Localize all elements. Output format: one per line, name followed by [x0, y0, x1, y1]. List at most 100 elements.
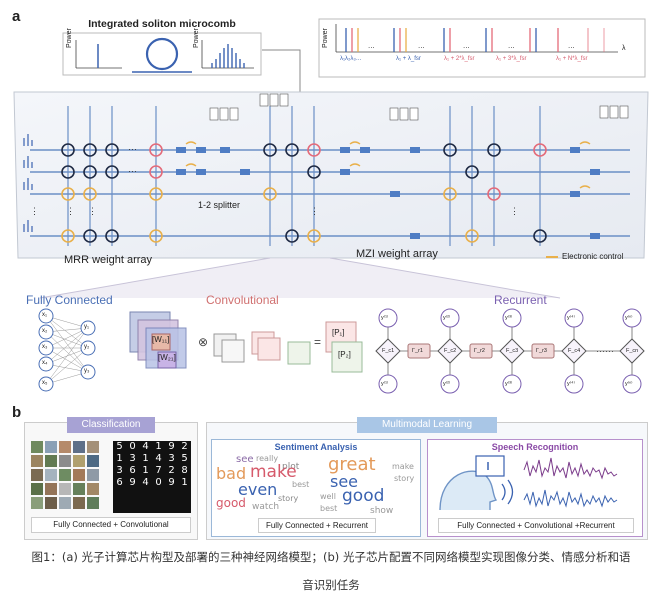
rec-bot-2: y⁽³⁾: [505, 381, 513, 387]
speech-box: Speech Recognition Fully Connected + Con…: [427, 439, 643, 537]
speech-graphic: [439, 455, 618, 511]
fc-in-2: x₃: [42, 344, 48, 350]
mzi-label: MZI weight array: [356, 248, 438, 260]
mnist-digit: 2: [181, 441, 188, 452]
word: show: [370, 506, 394, 516]
rec-bot-5: y⁽ⁿ⁾: [625, 381, 633, 387]
wl-label-0: λ₁λ₂λ₃…: [340, 56, 362, 62]
word: well: [320, 492, 336, 501]
svg-text:...: ...: [463, 41, 470, 50]
mnist-digit: 4: [142, 441, 149, 452]
svg-text:...: ...: [568, 41, 575, 50]
speech-caption: Fully Connected + Convolutional +Recurre…: [438, 518, 634, 533]
wordcloud-left: see really plot bad make even good story…: [216, 454, 312, 516]
electronic-control-text: Electronic control: [562, 252, 624, 261]
mnist-digit: 8: [181, 465, 188, 476]
rec-node-0: F_c1: [382, 348, 395, 354]
mnist-digit: 4: [142, 477, 149, 488]
word: story: [394, 474, 415, 483]
cifar-grid: [31, 441, 99, 509]
fc-title: Fully Connected: [26, 293, 113, 307]
spectrum-lambda: λ: [622, 45, 626, 52]
sentiment-caption: Fully Connected + Recurrent: [258, 518, 376, 533]
fc-in-4: x₅: [42, 380, 48, 386]
speech-title: Speech Recognition: [491, 442, 579, 452]
rec-node-1: F_c2: [444, 348, 457, 354]
mnist-digit: 9: [168, 441, 175, 452]
mnist-digit: 6: [116, 477, 123, 488]
svg-text:...: ...: [418, 41, 425, 50]
mnist-digit: 5: [116, 441, 123, 452]
fc-out-2: y₃: [84, 368, 90, 374]
conv-cell-0: [W₁₁]: [152, 335, 170, 344]
microcomb-title: Integrated soliton microcomb: [88, 18, 236, 30]
word: make: [392, 462, 414, 471]
microcomb-graphic: [62, 32, 262, 76]
rec-top-5: y⁽ⁿ⁾: [625, 315, 633, 321]
mnist-digit: 5: [181, 453, 188, 464]
rec-link-1: Γ_r2: [474, 348, 485, 354]
svg-text:...: ...: [508, 41, 515, 50]
rec-labels: y⁽¹⁾ y⁽²⁾ y⁽³⁾ y⁽⁴⁾ y⁽ⁿ⁾ y⁽¹⁾ y⁽²⁾ y⁽³⁾ …: [374, 306, 656, 396]
mnist-digit: 9: [168, 477, 175, 488]
svg-text:⋮: ⋮: [30, 206, 39, 216]
panel-b-letter: b: [12, 404, 22, 421]
mnist-digit: 1: [181, 477, 188, 488]
multimodal-title: Multimodal Learning: [357, 417, 497, 433]
spectrum-graphic: ... ... ... ... ...: [318, 18, 646, 78]
fc-labels: x₁ x₂ x₃ x₄ x₅ y₁ y₂ y₃: [34, 306, 114, 392]
fc-network: [38, 308, 96, 392]
wl-label-3: λ₁ + 3*λ_fsr: [496, 56, 527, 62]
rec-top-1: y⁽²⁾: [443, 315, 451, 321]
multimodal-box: Multimodal Learning Sentiment Analysis s…: [206, 417, 648, 540]
mnist-digit: 1: [155, 441, 162, 452]
wl-label-2: λ₁ + 2*λ_fsr: [444, 56, 475, 62]
mnist-digit: 2: [168, 465, 175, 476]
word: really: [256, 454, 279, 463]
conv-cell-2: [P₁]: [332, 328, 345, 337]
word: make: [250, 462, 297, 482]
word: good: [216, 496, 246, 510]
rec-bot-0: y⁽¹⁾: [381, 381, 389, 387]
word: see: [330, 472, 359, 491]
mnist-digit: 3: [116, 465, 123, 476]
conv-network: ⊗ =: [129, 311, 363, 373]
mnist-digit: 0: [129, 441, 136, 452]
svg-text:···: ···: [128, 144, 137, 154]
rec-link-2: Γ_r3: [536, 348, 547, 354]
word: best: [292, 480, 310, 489]
projection-fan: [39, 257, 561, 299]
sentiment-title: Sentiment Analysis: [274, 442, 358, 452]
classification-title: Classification: [67, 417, 155, 433]
svg-text:⋮: ⋮: [510, 206, 519, 216]
microcomb-box: Integrated soliton microcomb Power Power: [62, 18, 262, 76]
svg-text:⋮: ⋮: [88, 206, 97, 216]
electronic-control-swatch: [546, 255, 558, 258]
conv-title: Convolutional: [206, 293, 279, 307]
rec-top-0: y⁽¹⁾: [381, 315, 389, 321]
splitter-label: 1-2 splitter: [198, 200, 241, 210]
mnist-digit: 1: [116, 453, 123, 464]
svg-text:···: ···: [128, 166, 137, 176]
svg-text:······: ······: [596, 346, 614, 356]
rec-bot-3: y⁽⁴⁾: [567, 381, 575, 387]
svg-text:⋮: ⋮: [66, 206, 75, 216]
comb-connector: [262, 49, 301, 98]
electronic-control-label: Electronic control: [546, 252, 623, 261]
wl-label-1: λ₁ + λ_fsr: [396, 56, 421, 62]
mnist-digit: 1: [142, 465, 149, 476]
word: even: [238, 480, 278, 499]
rec-top-3: y⁽⁴⁾: [567, 315, 575, 321]
conv-cell-1: [W₂₁]: [158, 353, 176, 362]
mrr-label: MRR weight array: [64, 254, 153, 266]
word: watch: [252, 502, 280, 512]
mnist-digit: 6: [129, 465, 136, 476]
rec-link-0: Γ_r1: [412, 348, 423, 354]
rec-node-3: F_c4: [568, 348, 581, 354]
rec-top-2: y⁽³⁾: [505, 315, 513, 321]
rec-bot-1: y⁽²⁾: [443, 381, 451, 387]
wl-label-4: λ₁ + N*λ_fsr: [556, 56, 588, 62]
fc-out-0: y₁: [84, 324, 90, 330]
word: plot: [282, 462, 300, 472]
rec-title: Recurrent: [494, 293, 547, 307]
